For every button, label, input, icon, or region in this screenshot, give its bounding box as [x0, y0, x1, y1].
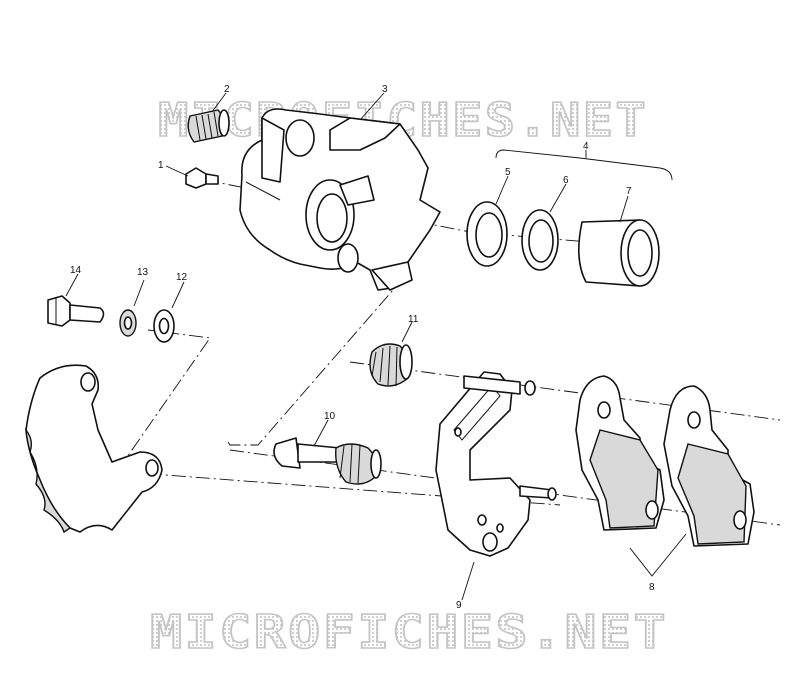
callout-11: 11	[408, 314, 419, 325]
part-4-group-bracket	[495, 149, 673, 181]
part-2-threaded-plug	[187, 109, 230, 143]
part-13-washer	[119, 309, 137, 337]
callout-10: 10	[324, 411, 336, 422]
watermark-top: MICROFICHES.NET	[158, 93, 648, 147]
part-5-seal-ring	[466, 201, 508, 267]
part-1-bleeder-screw	[185, 167, 219, 189]
callout-9: 9	[456, 600, 462, 611]
part-8-brake-pad-right	[663, 385, 755, 547]
callout-12: 12	[176, 272, 188, 283]
part-10-slide-pin	[273, 437, 382, 485]
part-9-pad-bracket	[435, 371, 557, 557]
callout-13: 13	[137, 267, 149, 278]
part-14-bolt	[47, 295, 105, 327]
part-6-dust-seal	[521, 209, 559, 271]
callout-1: 1	[158, 160, 164, 171]
callout-14: 14	[70, 265, 82, 276]
callout-8: 8	[649, 582, 655, 593]
callout-4: 4	[583, 141, 589, 152]
leader-lines	[65, 92, 687, 601]
part-12-washer	[153, 309, 175, 343]
part-11-spring	[369, 343, 413, 387]
part-8-brake-pad-left	[575, 375, 665, 531]
callout-5: 5	[505, 167, 511, 178]
callout-3: 3	[382, 84, 388, 95]
watermark-bottom: MICROFICHES.NET	[150, 605, 668, 659]
part-3-caliper-body	[239, 108, 441, 291]
callout-2: 2	[224, 84, 230, 95]
callout-6: 6	[563, 175, 569, 186]
callout-7: 7	[626, 186, 632, 197]
part-7-piston	[578, 219, 660, 287]
mounting-bracket	[25, 364, 163, 534]
